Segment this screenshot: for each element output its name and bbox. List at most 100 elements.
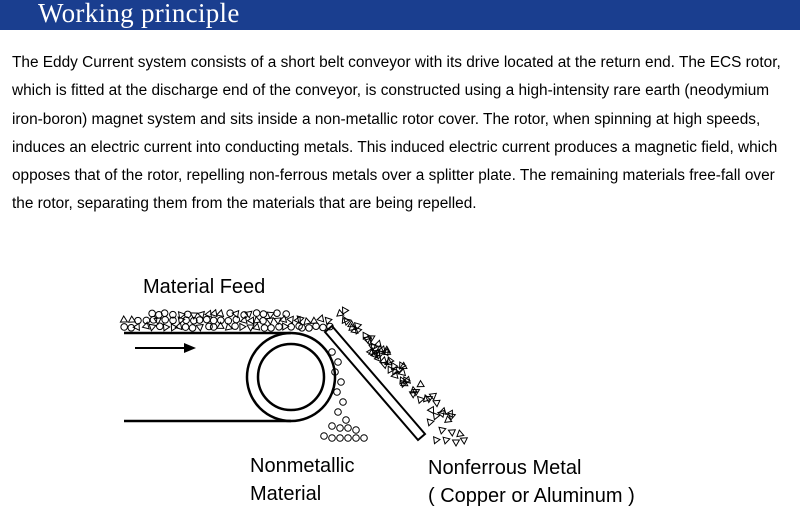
particle-circle xyxy=(195,316,204,324)
particle-circle xyxy=(148,309,156,318)
particle-circle xyxy=(328,434,336,442)
particle-triangle xyxy=(409,385,419,394)
particle-circle xyxy=(328,348,336,356)
particle-triangle xyxy=(196,310,205,320)
particle-triangle xyxy=(362,331,371,341)
particle-triangle xyxy=(379,361,389,370)
label-nonmetallic-line2: Material xyxy=(250,483,321,505)
particle-circle xyxy=(319,323,327,332)
particle-triangle xyxy=(244,310,253,319)
particle-triangle xyxy=(426,418,435,427)
particle-circle xyxy=(155,310,163,319)
particle-circle xyxy=(312,322,320,330)
particle-circle xyxy=(224,316,233,325)
particle-circle xyxy=(120,323,128,331)
particle-triangle xyxy=(451,439,461,448)
splitter-plate-icon xyxy=(323,324,427,442)
particle-triangle xyxy=(141,321,150,330)
particle-circle xyxy=(205,322,213,331)
particle-triangle xyxy=(391,361,399,371)
particle-triangle xyxy=(170,323,179,332)
particle-triangle xyxy=(341,306,350,315)
particle-circle xyxy=(252,309,261,317)
particle-triangle xyxy=(309,316,319,324)
particle-triangle xyxy=(246,316,255,325)
particle-circle xyxy=(342,416,350,424)
particle-circle xyxy=(344,424,352,432)
particle-circle xyxy=(273,309,281,317)
particle-circle xyxy=(333,388,341,396)
feed-particles xyxy=(119,308,334,333)
rotor-icon xyxy=(245,331,337,423)
particle-triangle xyxy=(436,409,446,419)
particle-triangle xyxy=(367,343,377,352)
particle-triangle xyxy=(324,316,333,326)
particle-triangle xyxy=(367,335,376,343)
particle-circle xyxy=(188,324,197,332)
particle-triangle xyxy=(189,312,199,321)
particle-triangle xyxy=(148,323,157,332)
particle-triangle xyxy=(231,309,240,319)
particle-circle xyxy=(275,322,283,331)
particle-circle xyxy=(202,315,211,324)
particle-triangle xyxy=(373,339,382,348)
particle-circle xyxy=(360,434,368,442)
particle-circle xyxy=(259,317,267,325)
particle-triangle xyxy=(253,315,262,324)
particle-circle xyxy=(217,316,225,325)
particle-triangle xyxy=(174,321,183,331)
particle-triangle xyxy=(399,376,408,385)
particle-triangle xyxy=(316,314,325,323)
particle-triangle xyxy=(132,322,140,332)
particle-triangle xyxy=(215,308,225,318)
particle-triangle xyxy=(442,436,451,445)
particle-circle xyxy=(160,309,169,317)
particle-triangle xyxy=(282,322,290,331)
particle-triangle xyxy=(216,321,225,329)
label-material-feed: Material Feed xyxy=(143,276,265,298)
arrow-right-icon xyxy=(135,343,196,353)
particle-triangle xyxy=(378,355,388,365)
particle-triangle xyxy=(444,415,453,424)
particle-triangle xyxy=(445,409,453,419)
particle-circle xyxy=(260,324,269,332)
particle-triangle xyxy=(127,315,137,323)
particle-triangle xyxy=(239,315,248,325)
particle-triangle xyxy=(224,322,234,331)
particle-triangle xyxy=(293,315,301,325)
particle-triangle xyxy=(459,437,469,446)
particle-circle xyxy=(344,434,352,442)
particle-circle xyxy=(209,323,218,331)
particle-circle xyxy=(142,316,151,325)
header-bar: Working principle xyxy=(0,0,800,30)
particle-triangle xyxy=(177,311,186,320)
particle-triangle xyxy=(382,345,392,353)
particle-triangle xyxy=(397,367,407,377)
description-text: The Eddy Current system consists of a sh… xyxy=(12,54,781,213)
particle-triangle xyxy=(209,308,218,318)
particle-triangle xyxy=(365,347,374,357)
particle-triangle xyxy=(399,361,407,370)
particle-circle xyxy=(328,422,336,430)
particle-triangle xyxy=(369,350,378,359)
particle-triangle xyxy=(336,308,345,317)
particle-circle xyxy=(334,408,342,416)
particle-circle xyxy=(305,324,313,332)
particle-triangle xyxy=(303,316,312,326)
particle-triangle xyxy=(119,315,129,323)
nonferrous-particles xyxy=(336,306,469,448)
particle-triangle xyxy=(384,357,393,366)
particle-triangle xyxy=(239,322,247,332)
label-nonmetallic-line1: Nonmetallic xyxy=(250,455,354,477)
particle-triangle xyxy=(432,399,441,408)
particle-triangle xyxy=(195,323,204,332)
particle-triangle xyxy=(354,326,363,335)
particle-triangle xyxy=(416,379,425,388)
nonmetallic-particles xyxy=(320,348,368,442)
particle-circle xyxy=(334,358,342,366)
particle-circle xyxy=(352,434,360,442)
particle-circle xyxy=(336,434,344,442)
particle-circle xyxy=(336,424,344,432)
particle-circle xyxy=(287,323,295,331)
particle-triangle xyxy=(375,344,385,353)
